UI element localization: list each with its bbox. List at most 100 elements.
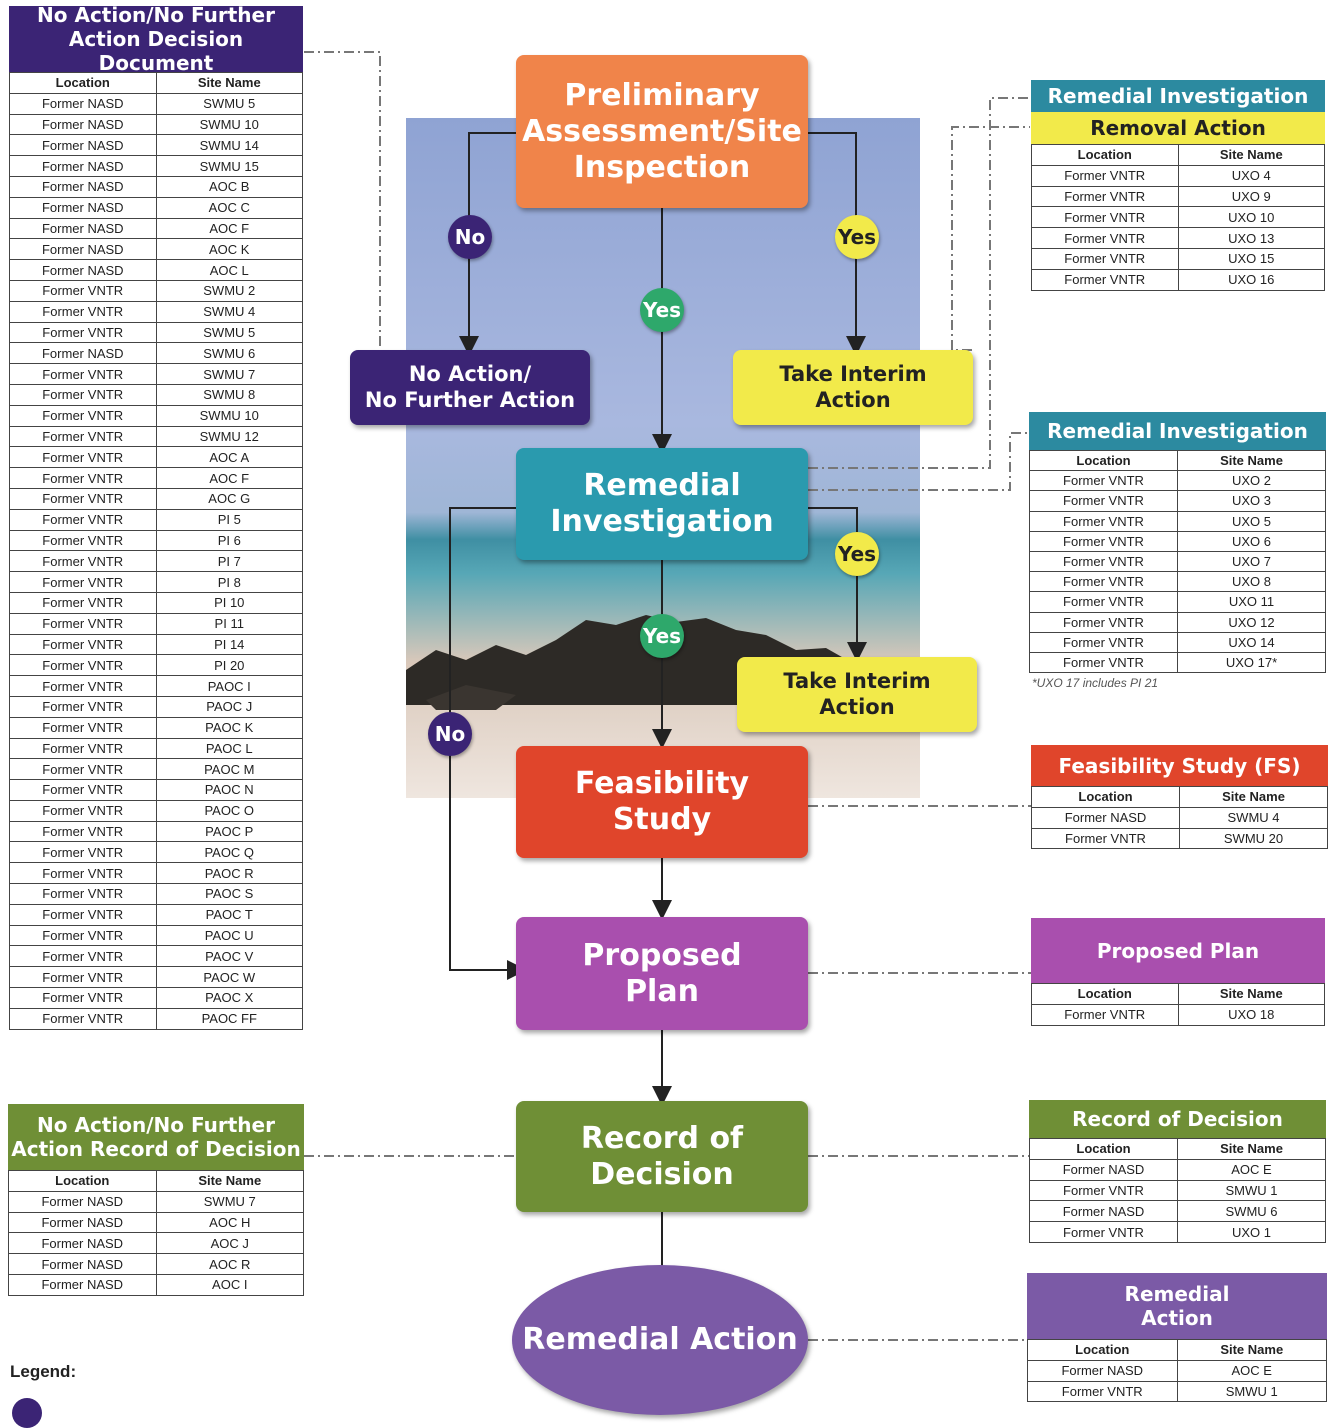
site-name-cell: SWMU 5 [155, 92, 303, 115]
take-interim-action-box: Take Interim Action [733, 350, 973, 425]
location-cell: Former VNTR [9, 779, 157, 801]
location-cell: Former VNTR [9, 571, 157, 593]
site-name-cell: UXO 12 [1177, 611, 1326, 633]
site-name-cell: SWMU 5 [155, 321, 303, 344]
site-name-cell: PAOC U [155, 924, 303, 947]
site-name-cell: UXO 14 [1177, 631, 1326, 653]
site-name-cell: SWMU 7 [155, 1190, 304, 1213]
preliminary-assessment-site-inspection-box: Preliminary Assessment/Site Inspection [516, 55, 808, 208]
location-cell: Former VNTR [1029, 530, 1178, 552]
site-name-cell: PAOC W [155, 966, 303, 989]
location-cell: Former VNTR [9, 945, 157, 968]
site-name-cell: SWMU 8 [155, 383, 303, 406]
site-name-header: Site Name [155, 1170, 304, 1192]
remedial-action-ellipse: Remedial Action [512, 1265, 808, 1415]
location-cell: Former VNTR [1031, 164, 1179, 187]
site-name-cell: PAOC I [155, 675, 303, 697]
site-name-header: Site Name [155, 72, 303, 94]
location-cell: Former VNTR [1031, 206, 1179, 229]
location-cell: Former NASD [1029, 1200, 1178, 1223]
site-name-cell: SWMU 14 [155, 134, 303, 157]
nfa-decision-document-title: No Action/No Further Action Decision Doc… [9, 3, 303, 75]
site-name-header: Site Name [1176, 1339, 1327, 1361]
site-name-cell: PI 14 [155, 633, 303, 656]
yes-badge-4: Yes [640, 614, 684, 658]
location-cell: Former VNTR [9, 654, 157, 677]
site-name-cell: PAOC P [155, 820, 303, 843]
site-name-header: Site Name [1177, 983, 1325, 1005]
site-name-header: Site Name [1177, 1138, 1326, 1160]
location-cell: Former VNTR [9, 467, 157, 489]
rod-title: Record of Decision [1029, 1100, 1326, 1138]
legend-swatch [12, 1398, 42, 1428]
site-name-cell: SWMU 10 [155, 404, 303, 427]
site-name-header: Site Name [1177, 144, 1325, 166]
location-cell: Former VNTR [1029, 1221, 1178, 1243]
location-cell: Former VNTR [1029, 631, 1178, 653]
location-cell: Former NASD [9, 238, 157, 261]
site-name-cell: PI 20 [155, 654, 303, 677]
site-name-cell: UXO 1 [1177, 1221, 1326, 1243]
location-header: Location [1031, 983, 1179, 1005]
no-badge-2: No [428, 712, 472, 756]
location-cell: Former VNTR [9, 425, 157, 448]
remedial-investigation-box: Remedial Investigation [516, 448, 808, 560]
site-name-cell: SWMU 2 [155, 279, 303, 302]
location-cell: Former VNTR [9, 883, 157, 905]
record-of-decision-box: Record of Decision [516, 1101, 808, 1212]
location-cell: Former VNTR [9, 966, 157, 989]
location-cell: Former VNTR [9, 612, 157, 635]
location-cell: Former VNTR [1029, 470, 1178, 492]
site-name-cell: AOC C [155, 196, 303, 219]
location-cell: Former VNTR [9, 841, 157, 864]
location-header: Location [8, 1170, 157, 1192]
take-interim-action-box-2: Take Interim Action [737, 657, 977, 732]
site-name-cell: AOC E [1177, 1158, 1326, 1181]
fs-title: Feasibility Study (FS) [1031, 745, 1328, 786]
site-name-cell: PAOC O [155, 799, 303, 822]
site-name-cell: AOC B [155, 175, 303, 198]
site-name-cell: AOC R [155, 1253, 304, 1275]
location-cell: Former NASD [9, 155, 157, 177]
site-name-cell: PAOC K [155, 716, 303, 739]
site-name-cell: PI 10 [155, 591, 303, 614]
location-cell: Former VNTR [9, 758, 157, 781]
site-name-header: Site Name [1177, 449, 1326, 472]
location-cell: Former VNTR [9, 1007, 157, 1030]
location-cell: Former VNTR [9, 446, 157, 469]
